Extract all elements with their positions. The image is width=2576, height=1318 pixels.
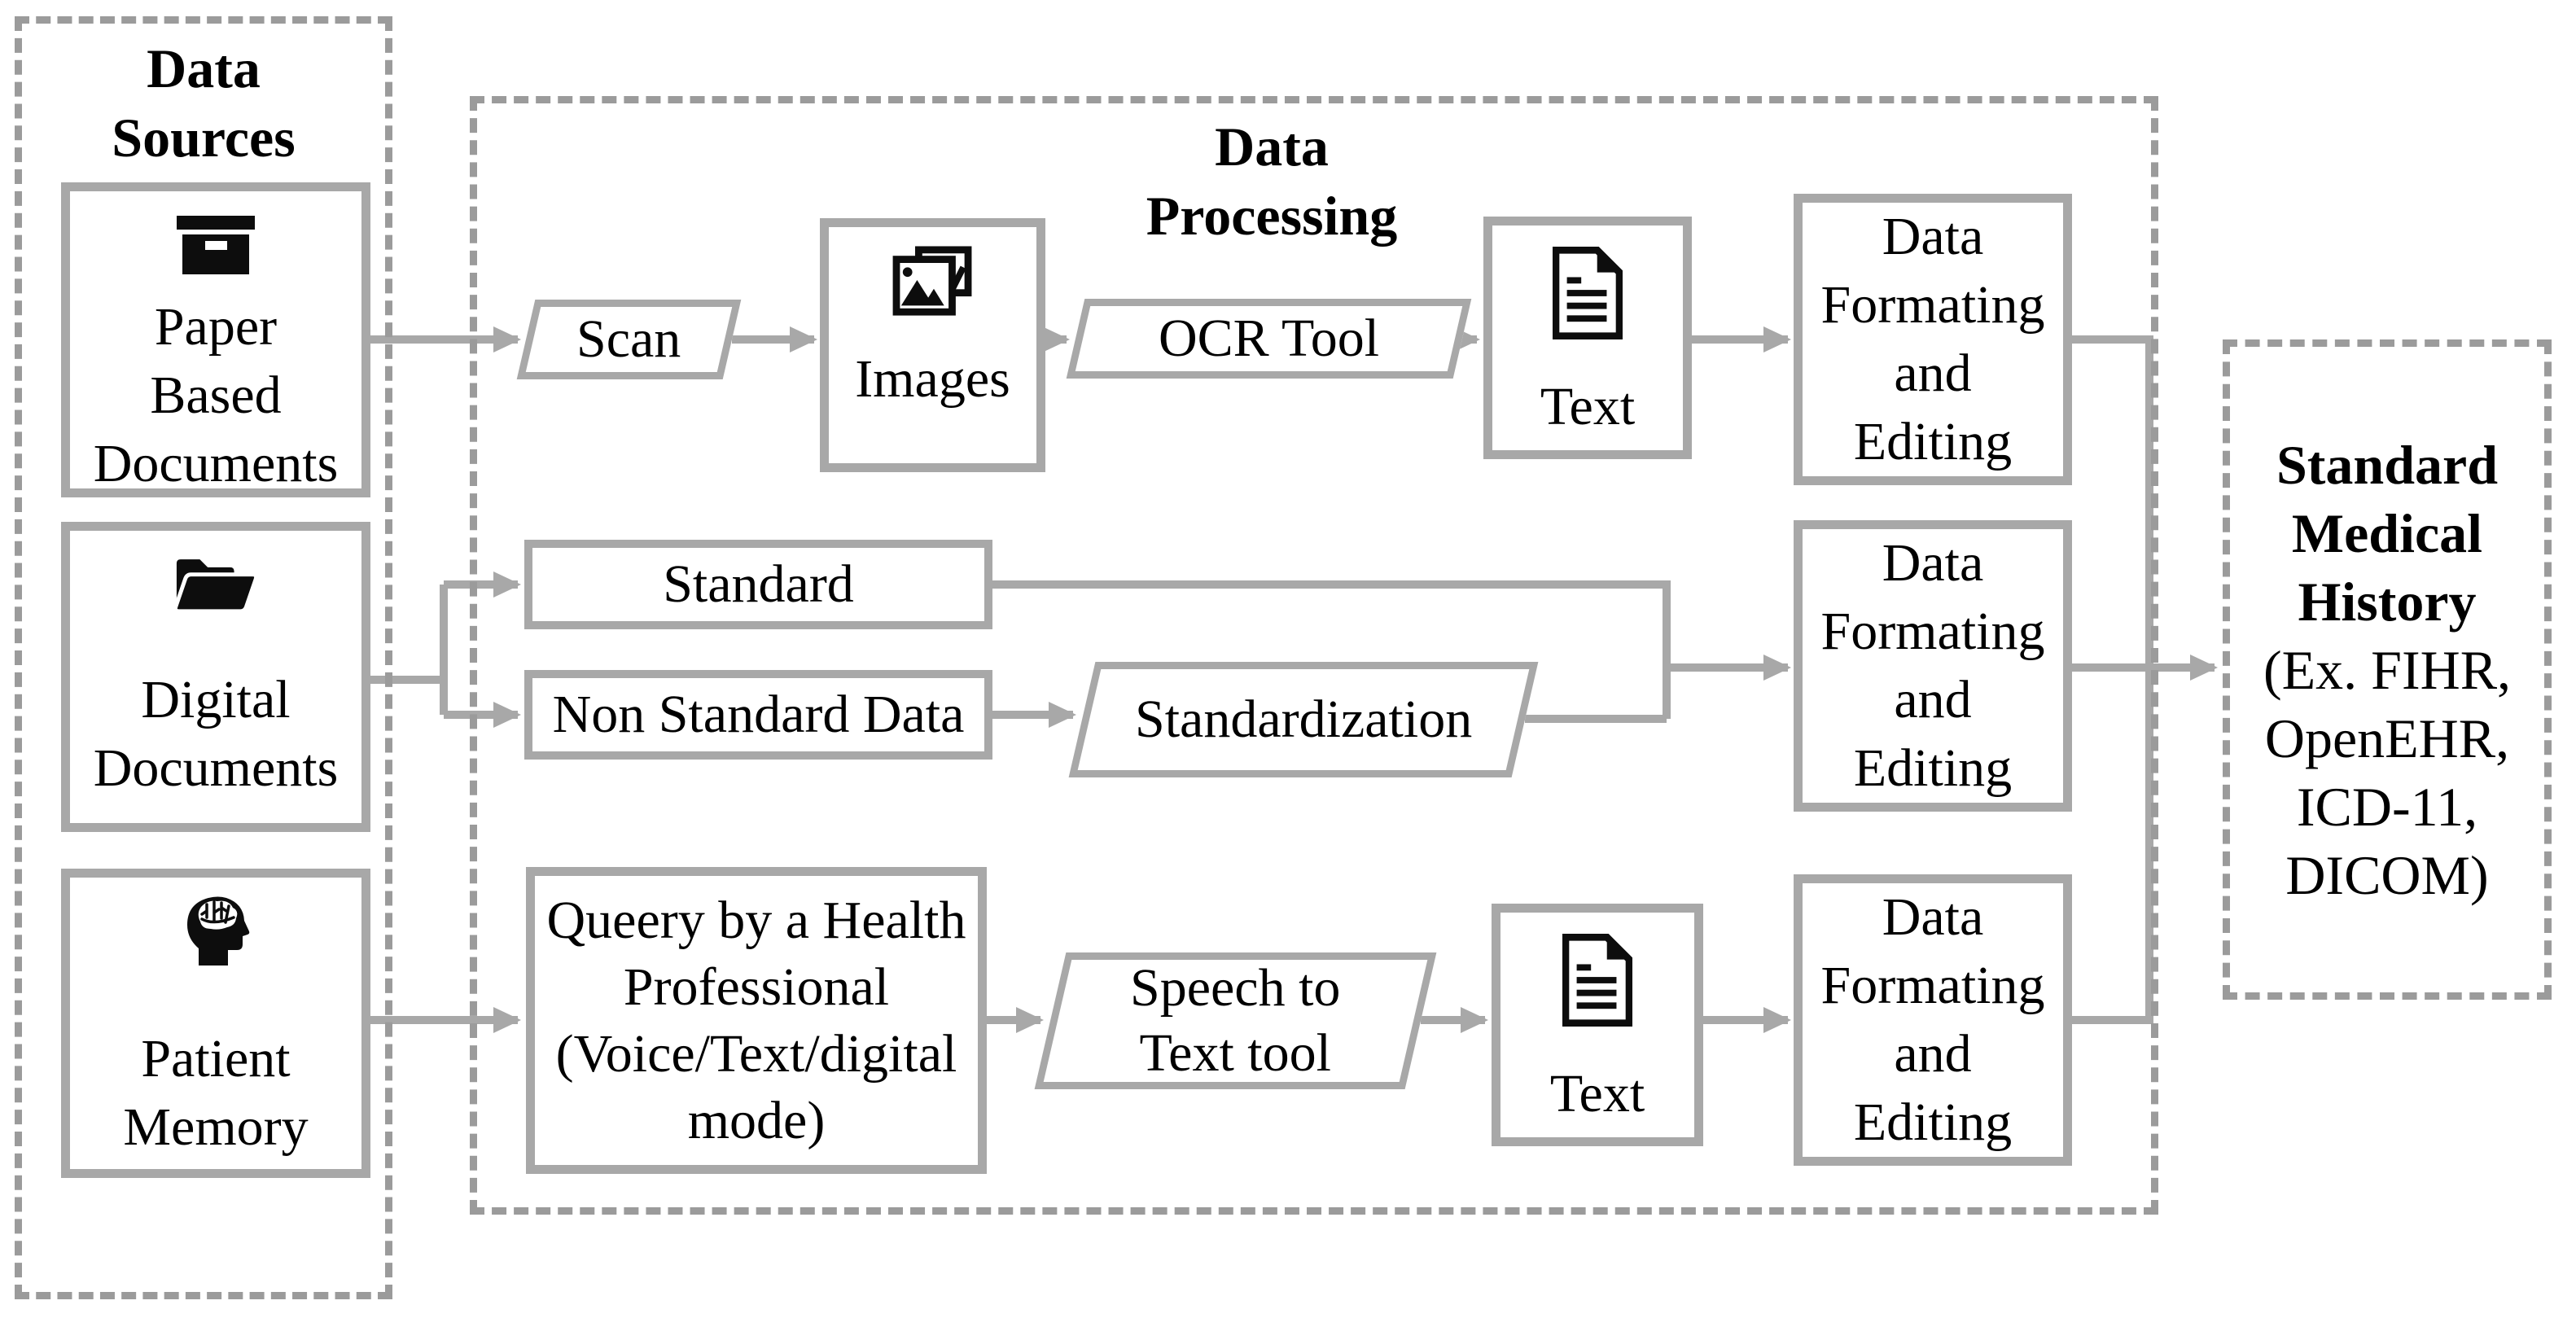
text-label-row3: Text [1549,1064,1645,1123]
text-box-row3: Text [1492,904,1703,1146]
images-box: Images [820,218,1045,472]
standard-label: Standard [663,554,854,614]
patient-memory-label: Patient Memory [123,1029,309,1157]
ocr-tool-parallelogram: OCR Tool [1066,299,1472,379]
document-icon [1552,246,1623,344]
query-box: Queery by a Health Professional (Voice/T… [526,867,987,1174]
standardization-parallelogram: Standardization [1068,662,1539,777]
text-label-row1: Text [1540,377,1636,436]
digital-documents-box: Digital Documents [61,522,370,832]
speech-to-text-parallelogram: Speech to Text tool [1034,952,1437,1089]
format-label-row3: Data Formating and Editing [1820,887,2045,1152]
standardization-label: Standardization [1134,690,1473,749]
format-label-row1: Data Formating and Editing [1820,207,2045,471]
scan-label: Scan [576,309,681,369]
images-icon [892,245,975,322]
paper-based-documents-box: Paper Based Documents [61,182,370,497]
ocr-tool-label: OCR Tool [1158,309,1380,368]
standard-box: Standard [524,540,992,629]
open-folder-icon [173,552,258,619]
data-sources-group [15,16,392,1299]
data-processing-title: Data Processing [1146,116,1398,247]
scan-parallelogram: Scan [516,300,742,379]
text-box-row1: Text [1483,217,1692,459]
format-box-row2: Data Formating and Editing [1794,520,2072,812]
paper-based-documents-label: Paper Based Documents [93,297,339,493]
images-label: Images [855,349,1010,409]
document-icon [1562,933,1633,1031]
query-label: Queery by a Health Professional (Voice/T… [546,890,966,1150]
non-standard-data-box: Non Standard Data [524,670,992,760]
digital-documents-label: Digital Documents [93,670,339,798]
standard-medical-history-group: Standard Medical History (Ex. FIHR, Open… [2223,339,2552,1000]
patient-memory-box: Patient Memory [61,869,370,1178]
standard-medical-history-title: Standard Medical History [2276,434,2499,633]
head-brain-icon [182,894,250,971]
format-box-row3: Data Formating and Editing [1794,874,2072,1166]
format-box-row1: Data Formating and Editing [1794,194,2072,485]
data-processing-group [470,96,2158,1215]
non-standard-data-label: Non Standard Data [552,685,965,744]
standard-medical-history-formats: (Ex. FIHR, OpenEHR, ICD-11, DICOM) [2263,639,2512,906]
data-sources-title: Data Sources [112,37,296,169]
format-label-row2: Data Formating and Editing [1820,533,2045,798]
archive-box-icon [177,216,255,278]
speech-to-text-label: Speech to Text tool [1130,958,1341,1083]
